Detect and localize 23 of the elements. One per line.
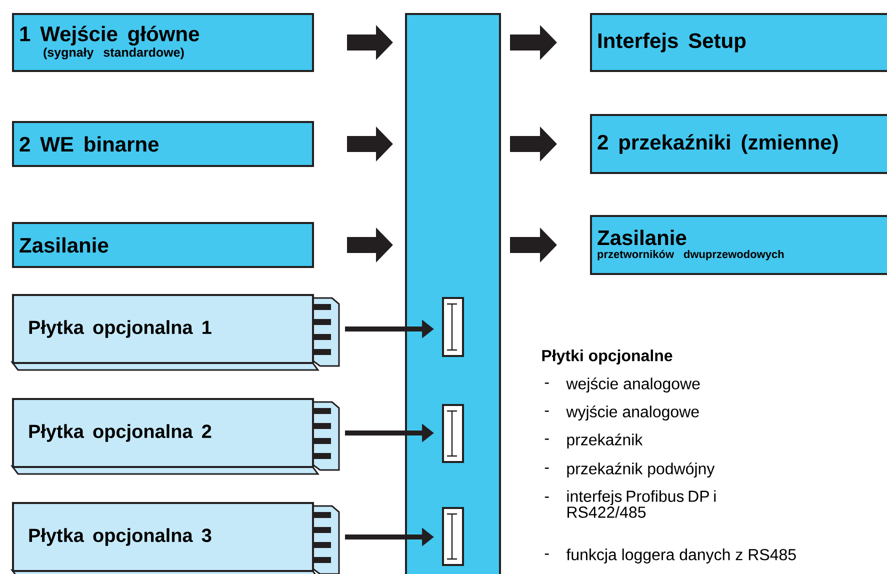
list-heading: Płytki opcjonalne [542, 350, 672, 364]
list-dash: - [544, 468, 549, 469]
device-bar [405, 13, 501, 574]
slot-connector [442, 507, 464, 566]
list-item: interfejs Profibus DP i RS422/485 [567, 490, 716, 518]
list-dash: - [544, 438, 549, 440]
list-item: przekaźnik podwójny [567, 462, 715, 478]
input-box: 1 Wejście główne (sygnały standardowe) [12, 13, 314, 72]
list-item: wejście analogowe [566, 377, 700, 393]
list-dash: - [544, 496, 549, 498]
list-dash: - [544, 554, 549, 555]
output-box: Interfejs Setup [590, 13, 887, 72]
list-item: funkcja loggera danych z RS485 [566, 548, 796, 564]
input-box: Zasilanie [12, 222, 314, 268]
output-box: 2 przekaźniki (zmienne) [590, 114, 887, 174]
slot-connector [442, 297, 464, 357]
list-dash: - [544, 410, 549, 412]
list-item: przekaźnik [567, 433, 643, 449]
input-box: 2 WE binarne [12, 121, 314, 167]
slot-connector [442, 404, 464, 463]
list-dash: - [544, 382, 549, 384]
list-item: wyjście analogowe [566, 405, 699, 421]
output-box: Zasilanie przetworników dwuprzewodowych [590, 215, 887, 275]
